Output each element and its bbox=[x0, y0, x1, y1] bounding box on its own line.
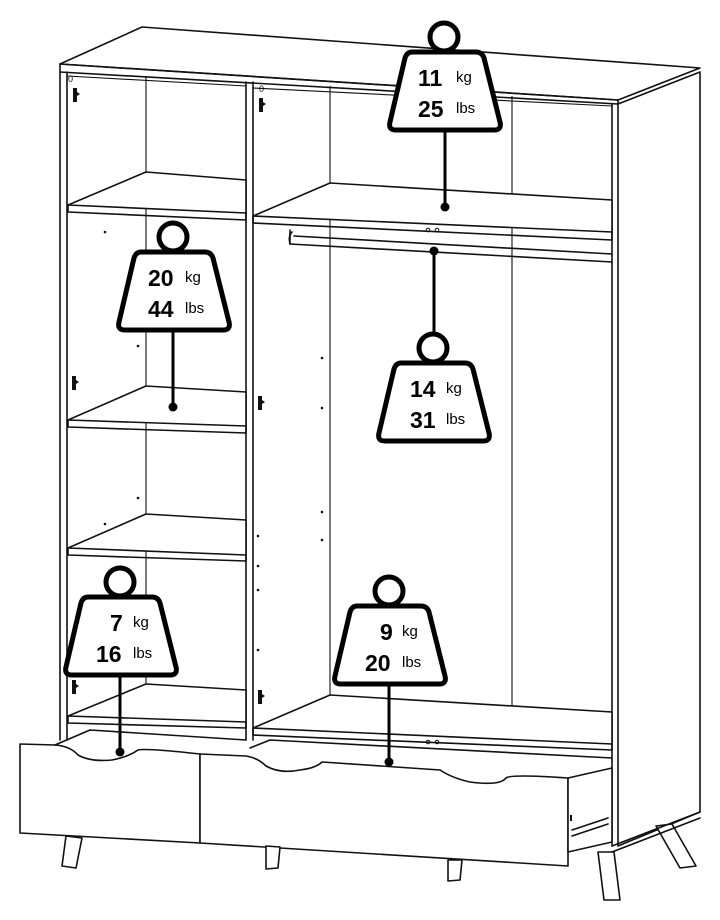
kg-value: 9 bbox=[380, 619, 393, 645]
kg-value: 20 bbox=[148, 265, 174, 291]
top-right-shelf bbox=[252, 182, 613, 241]
svg-text:0: 0 bbox=[259, 84, 264, 94]
weight-icon bbox=[332, 603, 448, 687]
svg-text:0: 0 bbox=[68, 74, 73, 84]
leg bbox=[61, 835, 83, 869]
kg-unit: kg bbox=[456, 69, 472, 86]
bottom-right-shelf bbox=[252, 694, 613, 751]
hinge-icon bbox=[258, 396, 265, 410]
lbs-value: 25 bbox=[418, 96, 444, 122]
lbs-value: 20 bbox=[365, 650, 391, 676]
kg-value: 7 bbox=[110, 610, 123, 636]
weight-icon bbox=[376, 360, 492, 444]
weight-label-top-right-shelf: 11 kg 25 lbs bbox=[387, 20, 503, 212]
kg-unit: kg bbox=[185, 269, 201, 286]
weight-icon bbox=[387, 49, 503, 133]
kg-value: 14 bbox=[410, 376, 436, 402]
hinge-icon bbox=[72, 376, 79, 390]
shelf-3 bbox=[67, 513, 247, 562]
top-panel bbox=[59, 26, 701, 101]
hanging-rail bbox=[288, 229, 613, 263]
leg bbox=[447, 859, 463, 882]
weight-label-left-drawer: 7 kg 16 lbs bbox=[63, 565, 179, 757]
shelf-2 bbox=[67, 385, 247, 434]
leg bbox=[597, 851, 621, 901]
lbs-value: 31 bbox=[410, 407, 436, 433]
kg-unit: kg bbox=[402, 623, 418, 640]
hinge-icon bbox=[72, 680, 79, 694]
weight-icon bbox=[116, 249, 232, 333]
drawers bbox=[19, 729, 613, 867]
lbs-value: 16 bbox=[96, 641, 122, 667]
right-drawer bbox=[199, 739, 613, 867]
shelf-1 bbox=[67, 171, 247, 221]
lbs-unit: lbs bbox=[133, 645, 152, 662]
right-side-panel bbox=[617, 71, 701, 847]
lbs-unit: lbs bbox=[446, 411, 465, 428]
hinge-icon: 0 bbox=[259, 84, 266, 112]
kg-unit: kg bbox=[446, 380, 462, 397]
kg-unit: kg bbox=[133, 614, 149, 631]
hinge-icon bbox=[258, 690, 265, 704]
legs bbox=[61, 811, 701, 901]
left-shelves bbox=[67, 171, 247, 729]
right-compartment bbox=[252, 182, 613, 751]
weight-label-hanging-rail: 14 kg 31 lbs bbox=[376, 246, 492, 444]
kg-value: 11 bbox=[418, 65, 443, 91]
lbs-unit: lbs bbox=[402, 654, 421, 671]
hinge-icon: 0 bbox=[68, 74, 80, 102]
weight-label-left-shelf: 20 kg 44 lbs bbox=[116, 220, 232, 412]
lbs-unit: lbs bbox=[456, 100, 475, 117]
shelf-4 bbox=[67, 683, 247, 729]
door-hinges: 0 0 bbox=[68, 74, 266, 704]
lbs-value: 44 bbox=[148, 296, 174, 322]
weight-label-right-drawer: 9 kg 20 lbs bbox=[332, 574, 448, 767]
weight-icon bbox=[63, 594, 179, 678]
leg bbox=[655, 823, 697, 869]
left-drawer bbox=[19, 729, 247, 844]
lbs-unit: lbs bbox=[185, 300, 204, 317]
leg bbox=[265, 845, 281, 870]
